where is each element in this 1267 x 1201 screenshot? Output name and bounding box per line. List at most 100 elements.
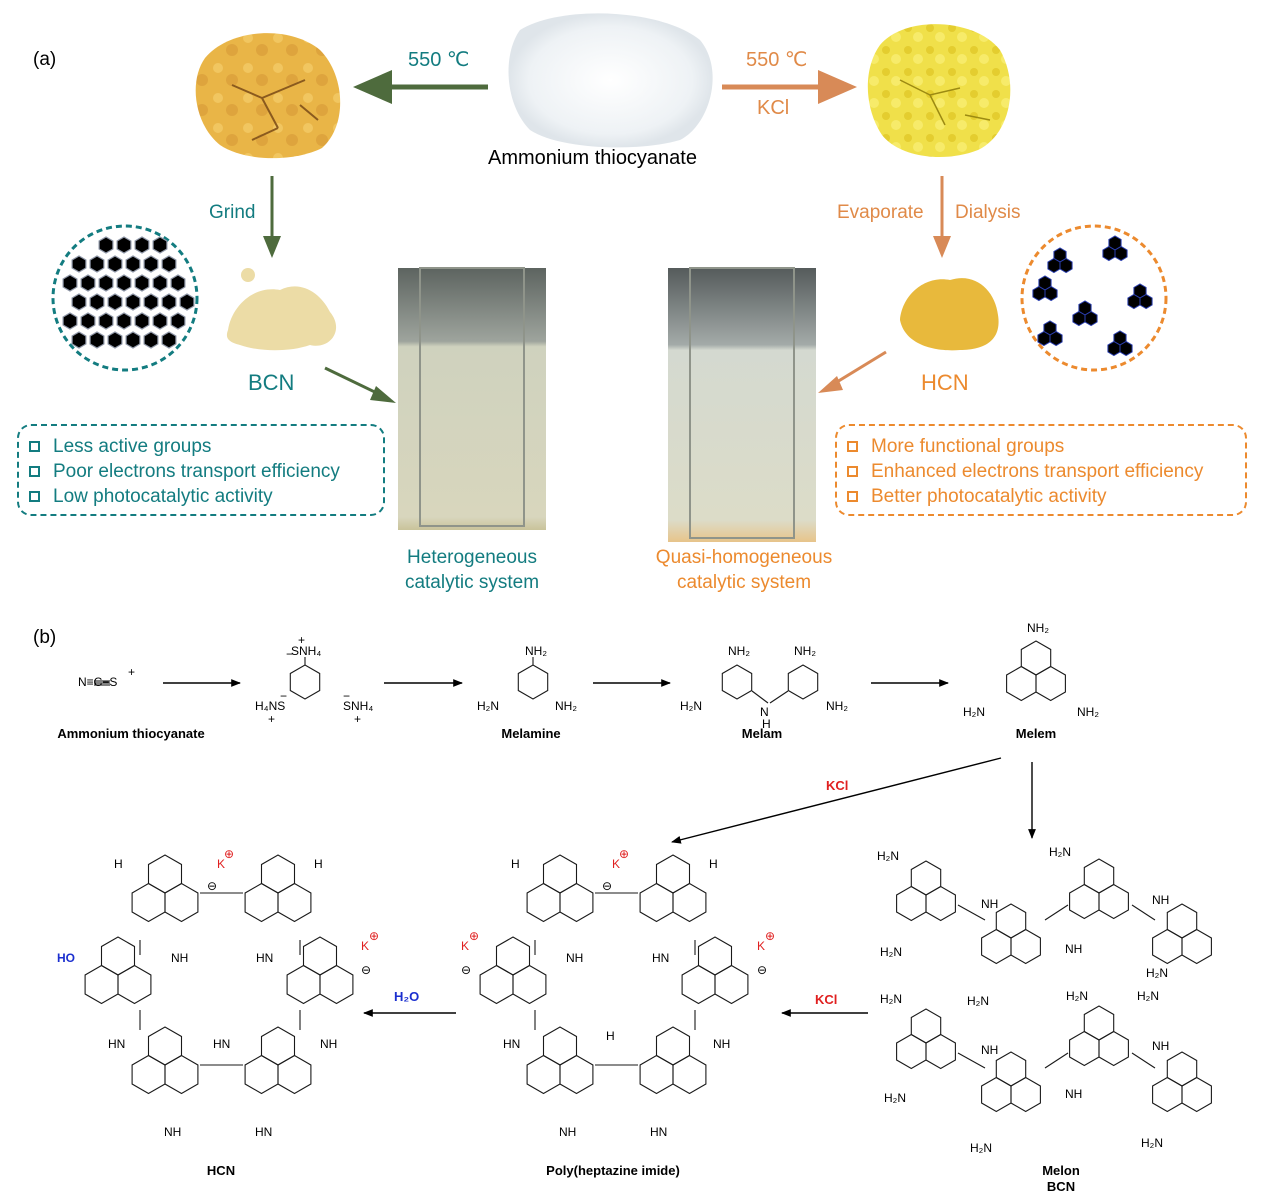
quasi-homogeneous-label: Quasi-homogeneous bbox=[655, 547, 833, 568]
bcn-lattice-ring bbox=[107, 331, 123, 349]
hcn-heptazine bbox=[277, 882, 312, 923]
hcn-lattice-heptazine bbox=[1047, 257, 1061, 274]
melem-heptazine bbox=[1020, 640, 1052, 676]
kcl-label: KCl bbox=[757, 97, 790, 119]
bcn-structure-circle bbox=[51, 224, 199, 372]
bcn-lattice-ring bbox=[134, 236, 150, 254]
bcn-lattice-ring bbox=[98, 236, 114, 254]
triazine-ring bbox=[289, 664, 321, 700]
phi-hn: HN bbox=[650, 1125, 668, 1139]
checkbox-icon bbox=[29, 491, 40, 502]
phi-h: H bbox=[606, 1029, 615, 1043]
bcn-lattice-ring bbox=[134, 312, 150, 330]
ammonium-thiocyanate-photo bbox=[508, 13, 713, 148]
hcn-heptazine bbox=[244, 1054, 279, 1095]
triazine-ring bbox=[787, 664, 819, 700]
phi-nh: NH bbox=[566, 951, 584, 965]
bcn-lattice-ring bbox=[143, 255, 159, 273]
hcn-heptazine bbox=[164, 1054, 199, 1095]
melon-heptazine bbox=[1069, 1030, 1100, 1067]
bcn-property-text: Low photocatalytic activity bbox=[53, 485, 273, 507]
bcn-lattice-ring bbox=[80, 274, 96, 292]
hcn-heptazine bbox=[84, 964, 119, 1005]
melem-name: Melem bbox=[1015, 726, 1057, 741]
melon-h2n: H₂N bbox=[880, 945, 902, 959]
checkbox-icon bbox=[847, 491, 858, 502]
linker-bond bbox=[957, 904, 986, 921]
bcn-lattice-ring bbox=[161, 331, 177, 349]
grind-label: Grind bbox=[209, 202, 256, 223]
bcn-lattice-ring bbox=[125, 293, 141, 311]
thiocyanate-formula: N≡C−SSNH₄ bbox=[78, 675, 118, 689]
trisubstituted-snh4-top: SNH₄ bbox=[291, 644, 322, 658]
hcn-lattice-heptazine bbox=[1127, 293, 1141, 310]
melon-h2n: H₂N bbox=[1049, 845, 1071, 859]
anion-icon: ⊖ bbox=[361, 963, 372, 977]
melon-h2n: H₂N bbox=[877, 849, 899, 863]
anion-icon: ⊖ bbox=[207, 879, 218, 893]
heterogeneous-system-label: catalytic system bbox=[404, 572, 540, 593]
melam-nh2: NH₂ bbox=[728, 644, 750, 658]
quasi-homogeneous-vial-photo bbox=[668, 267, 816, 542]
bcn-lattice-ring bbox=[71, 331, 87, 349]
anion-icon: ⊖ bbox=[461, 963, 472, 977]
melon-heptazine bbox=[981, 928, 1012, 965]
bcn-lattice-ring bbox=[143, 293, 159, 311]
bcn-lattice-ring bbox=[80, 312, 96, 330]
hcn-nh: NH bbox=[164, 1125, 182, 1139]
bcn-lattice-ring bbox=[62, 312, 78, 330]
melon-heptazine bbox=[896, 1033, 927, 1070]
melon-heptazine bbox=[896, 885, 927, 922]
bcn-lattice-ring bbox=[107, 255, 123, 273]
hcn-heptazine bbox=[286, 964, 321, 1005]
hcn-property-row: Enhanced electrons transport efficiency bbox=[847, 459, 1235, 484]
phi-heptazine bbox=[559, 882, 594, 923]
bcn-property-row: Poor electrons transport efficiency bbox=[29, 459, 373, 484]
checkbox-icon bbox=[847, 441, 858, 452]
melon-heptazine bbox=[1152, 1076, 1183, 1113]
phi-nh: NH bbox=[713, 1037, 731, 1051]
melon-nh: NH bbox=[1152, 893, 1170, 907]
bcn-property-text: Less active groups bbox=[53, 435, 212, 457]
hcn-nh: H bbox=[314, 857, 323, 871]
bond bbox=[751, 690, 769, 704]
arrow-bcn-to-vial bbox=[324, 366, 396, 403]
melon-h2n: H₂N bbox=[967, 994, 989, 1008]
hcn-lattice-heptazine bbox=[1114, 245, 1128, 262]
phi-heptazine bbox=[542, 1026, 578, 1066]
hcn-label: HCN bbox=[921, 370, 969, 395]
arrow-to-bcn bbox=[353, 70, 488, 104]
phi-heptazine bbox=[559, 1054, 594, 1095]
cation-icon: ⊕ bbox=[224, 847, 235, 861]
hcn-heptazine bbox=[131, 882, 166, 923]
bcn-lattice-ring bbox=[98, 312, 114, 330]
bcn-lattice-ring bbox=[62, 274, 78, 292]
melam-nh2: NH₂ bbox=[826, 699, 848, 713]
phi-k: K bbox=[461, 939, 470, 953]
phi-heptazine bbox=[639, 1054, 674, 1095]
hcn-heptazine bbox=[260, 854, 296, 894]
hcn-nh: NH bbox=[171, 951, 189, 965]
melam-h2n: H₂N bbox=[680, 699, 702, 713]
melon-h2n: H₂N bbox=[1141, 1136, 1163, 1150]
melem-heptazine bbox=[1006, 665, 1037, 702]
hcn-powder-photo bbox=[900, 278, 999, 351]
hcn-heptazine bbox=[147, 1026, 183, 1066]
checkbox-icon bbox=[29, 466, 40, 477]
linker-bond bbox=[957, 1052, 986, 1069]
bcn-lattice-ring bbox=[179, 293, 195, 311]
bcn-lattice-ring bbox=[89, 255, 105, 273]
hcn-hn: HN bbox=[256, 951, 274, 965]
melon-heptazine bbox=[1010, 928, 1041, 965]
cation-icon: ⊕ bbox=[765, 929, 776, 943]
hcn-heptazine bbox=[147, 854, 183, 894]
linker-bond bbox=[1131, 904, 1156, 921]
melon-nh: NH bbox=[1065, 942, 1083, 956]
hcn-lattice-heptazine bbox=[1102, 245, 1116, 262]
melem-heptazine bbox=[1035, 665, 1066, 702]
hcn-ho: HO bbox=[57, 951, 75, 965]
arrow-hcn-to-vial bbox=[818, 350, 887, 393]
phi-heptazine bbox=[526, 1054, 561, 1095]
linker-bond bbox=[1044, 904, 1069, 921]
